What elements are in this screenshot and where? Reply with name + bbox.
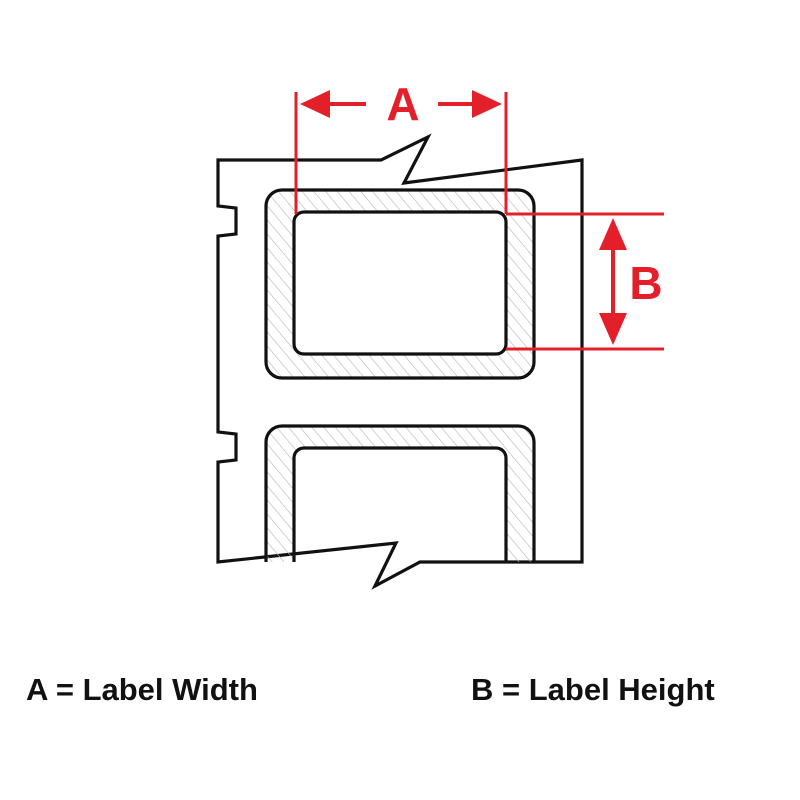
dimension-b-arrow-bottom-head — [599, 313, 627, 345]
dimension-b-letter: B — [629, 257, 662, 309]
dimension-a-letter: A — [386, 78, 419, 130]
dimension-b — [506, 212, 664, 351]
dimension-a — [294, 90, 508, 214]
dimension-a-arrow-left-head — [300, 90, 330, 118]
upper-label — [264, 188, 536, 380]
dimension-a-arrow-right-head — [472, 90, 502, 118]
lower-label — [264, 424, 536, 562]
legend-label-width: A = Label Width — [26, 672, 258, 707]
liner-outline — [216, 133, 584, 590]
dimension-b-arrow-top-head — [599, 218, 627, 250]
legend-label-height: B = Label Height — [471, 672, 715, 707]
